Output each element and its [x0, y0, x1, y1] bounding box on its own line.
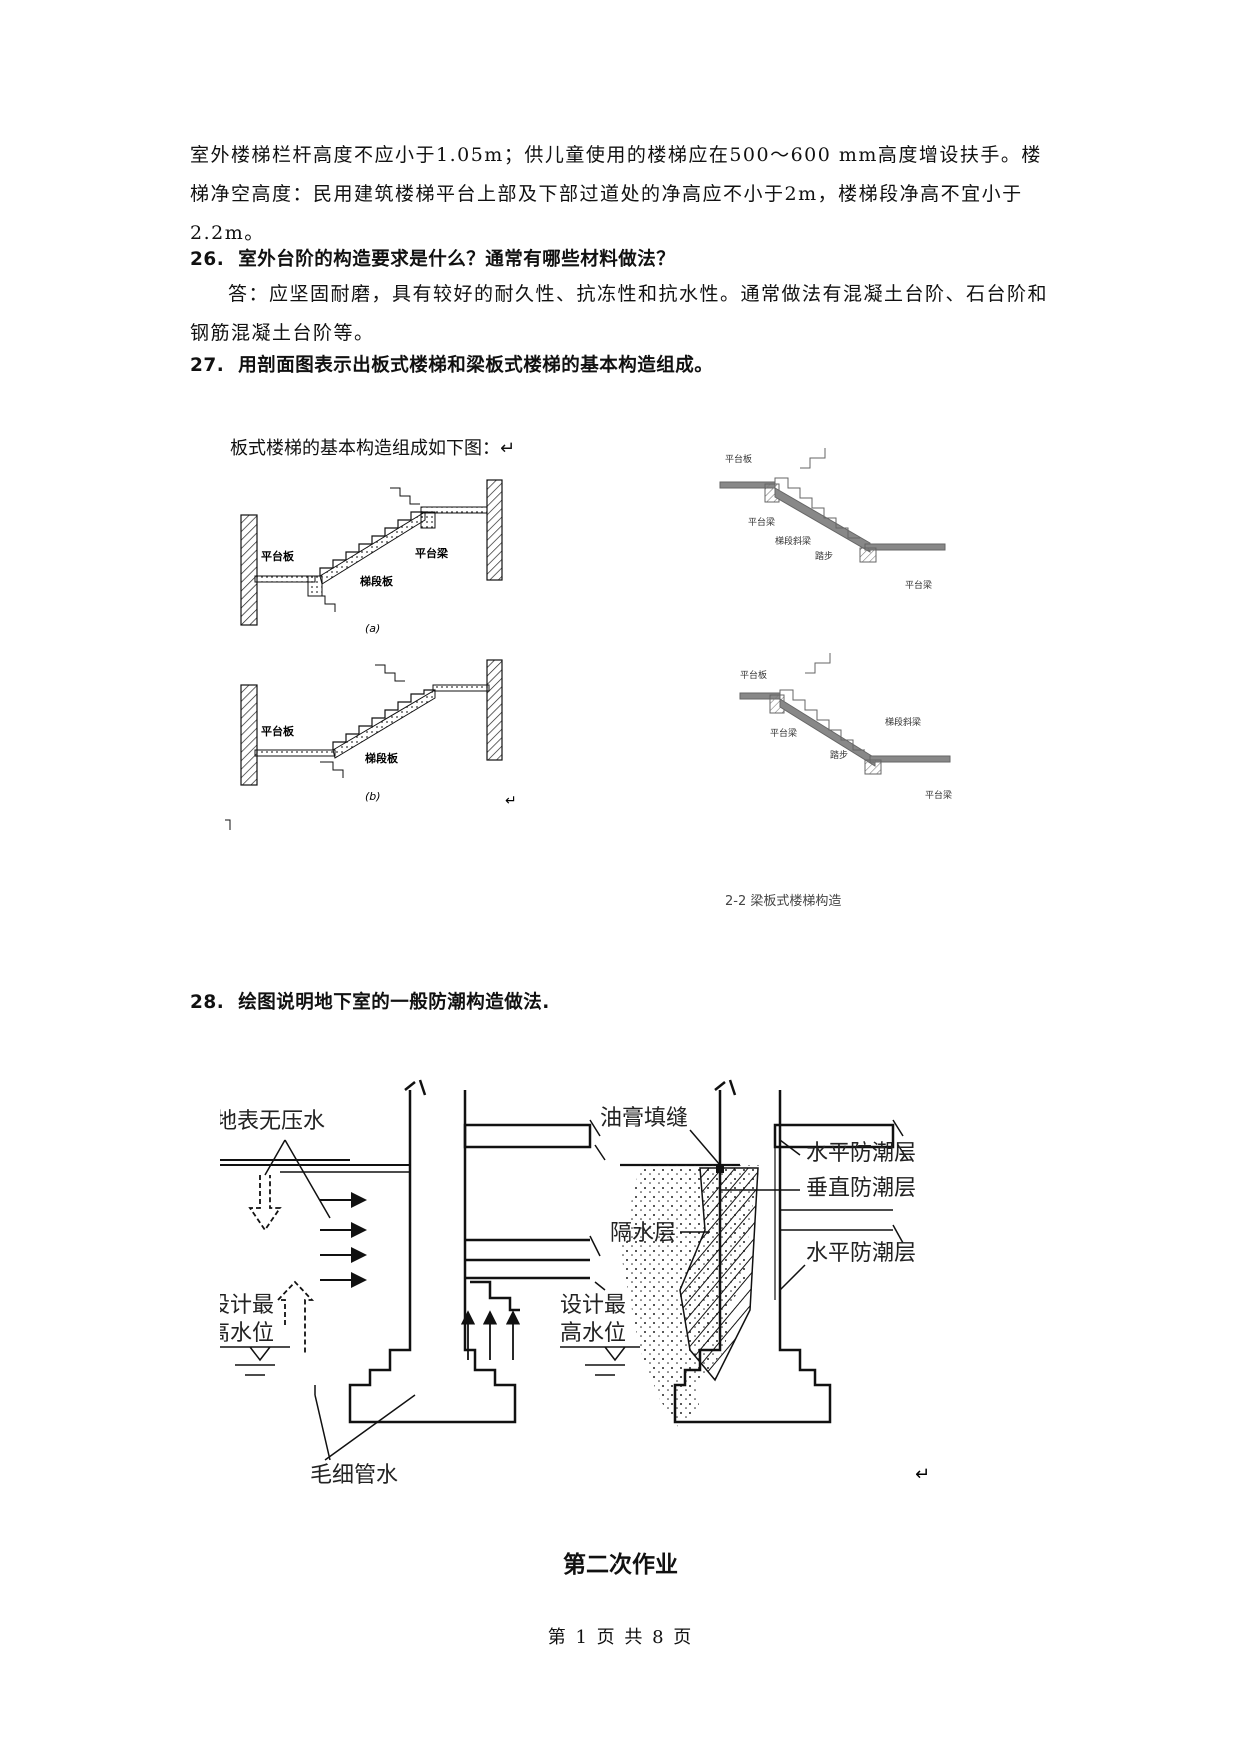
label-horizontal-dpc-top: 水平防潮层 — [806, 1141, 916, 1166]
page-footer: 第 1 页 共 8 页 — [547, 1627, 694, 1648]
label-design-water-level: 高水位 — [560, 1321, 626, 1346]
label-surface-water: 地表无压水 — [220, 1109, 325, 1134]
paragraph-mark: ↵ — [505, 793, 517, 809]
slab-stair-b: 平台板 梯段板 (b) — [240, 659, 503, 803]
beam-slab-stair-figure: 平台板 平台梁 梯段斜梁 踏步 平台梁 平台板 平台梁 梯段斜梁 踏步 平台梁 … — [719, 448, 952, 909]
label-design-water-level: 高水位 — [220, 1321, 274, 1346]
question-text: 用剖面图表示出板式楼梯和梁板式楼梯的基本构造组成。 — [238, 355, 714, 376]
label-tread: 踏步 — [830, 749, 848, 761]
label-design-water-level: 设计最 — [560, 1293, 626, 1318]
label-design-water-level: 设计最 — [220, 1293, 274, 1318]
pressure-arrows — [320, 1192, 367, 1288]
label-platform-slab: 平台板 — [261, 549, 295, 563]
paragraph-mark: ↵ — [915, 1464, 930, 1485]
beam-slab-stair-caption: 2-2 梁板式楼梯构造 — [725, 894, 841, 909]
label-flight-slab: 梯段板 — [360, 574, 394, 588]
slab-stair-figure: 板式楼梯的基本构造组成如下图：↵ 平台板 平台梁 梯段板 (a) 平台板 梯段板… — [225, 438, 517, 830]
question-27: 27. 用剖面图表示出板式楼梯和梁板式楼梯的基本构造组成。 — [190, 351, 713, 377]
question-text: 绘图说明地下室的一般防潮构造做法. — [238, 992, 550, 1013]
label-platform-beam: 平台梁 — [770, 727, 797, 739]
label-capillary-water: 毛细管水 — [310, 1463, 398, 1488]
beam-slab-stair-top — [719, 448, 946, 563]
answer-25-tail: 室外楼梯栏杆高度不应小于1.05m；供儿童使用的楼梯应在500～600 mm高度… — [190, 144, 1042, 244]
label-horizontal-dpc-bottom: 水平防潮层 — [806, 1241, 916, 1266]
label-platform-slab: 平台板 — [740, 669, 767, 681]
label-asphalt-fill: 油膏填缝 — [600, 1106, 688, 1131]
label-platform-beam: 平台梁 — [748, 516, 775, 528]
label-vertical-dpc: 垂直防潮层 — [806, 1176, 916, 1201]
question-number: 28. — [190, 992, 225, 1013]
uplift-arrows — [460, 1310, 521, 1360]
slab-stair-caption: 板式楼梯的基本构造组成如下图：↵ — [230, 438, 515, 459]
question-number: 26. — [190, 249, 225, 270]
question-28: 28. 绘图说明地下室的一般防潮构造做法. — [190, 988, 550, 1014]
answer-26: 答：应坚固耐磨，具有较好的耐久性、抗冻性和抗水性。通常做法有混凝土台阶、石台阶和… — [190, 283, 1049, 344]
question-text: 室外台阶的构造要求是什么？通常有哪些材料做法？ — [238, 249, 676, 270]
beam-slab-stair-bottom — [739, 653, 951, 775]
sub-label-a: (a) — [365, 622, 380, 635]
label-tread: 踏步 — [815, 550, 833, 562]
label-platform-beam: 平台梁 — [905, 579, 932, 591]
label-platform-beam: 平台梁 — [415, 546, 449, 560]
left-basement-section — [348, 1079, 606, 1424]
label-inclined-beam: 梯段斜梁 — [885, 716, 921, 728]
question-number: 27. — [190, 355, 225, 376]
label-platform-slab: 平台板 — [261, 724, 295, 738]
slab-stair-a: 平台板 平台梁 梯段板 (a) — [240, 479, 503, 635]
label-platform-slab: 平台板 — [725, 453, 752, 465]
label-water-barrier: 隔水层 — [610, 1221, 676, 1246]
section-title: 第二次作业 — [563, 1552, 678, 1578]
label-platform-beam: 平台梁 — [925, 789, 952, 801]
basement-dampproof-figure: 地表无压水 设计最 高水位 毛细管水 油膏填缝 水平防潮层 垂直防潮层 隔水层 … — [220, 1079, 930, 1488]
sub-label-b: (b) — [365, 790, 381, 803]
label-inclined-beam: 梯段斜梁 — [775, 535, 811, 547]
question-26: 26. 室外台阶的构造要求是什么？通常有哪些材料做法？ — [190, 245, 675, 271]
label-flight-slab: 梯段板 — [365, 751, 399, 765]
